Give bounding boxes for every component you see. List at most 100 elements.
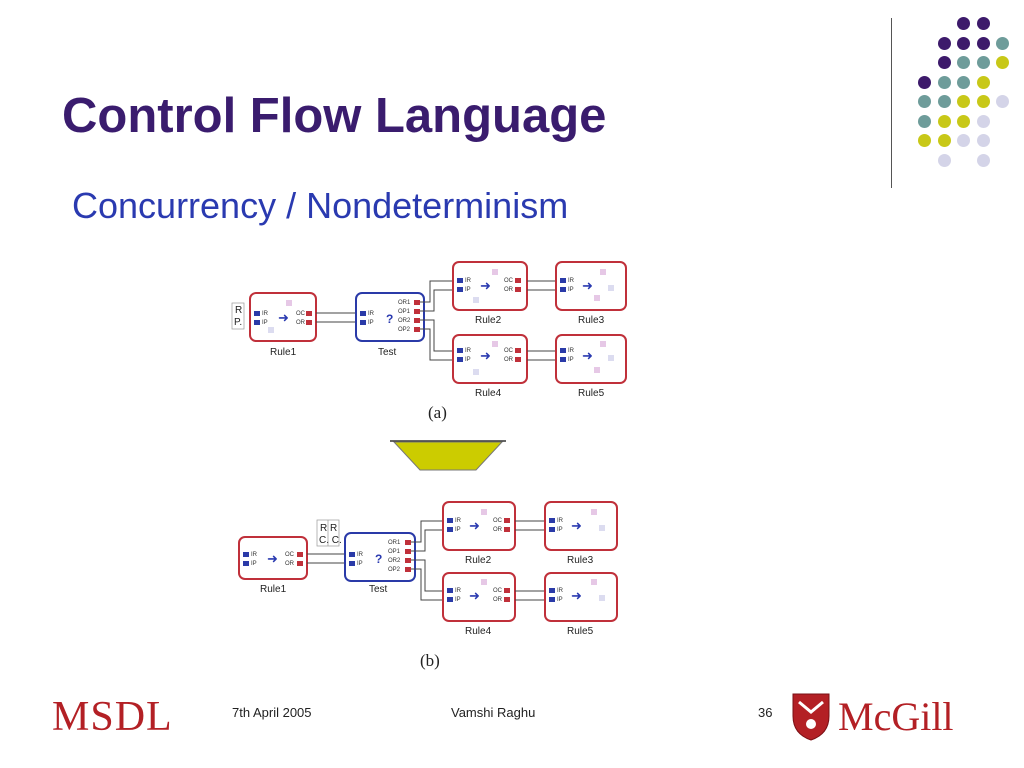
rule-label-test: Test xyxy=(378,347,397,358)
decorative-dot xyxy=(957,75,970,89)
svg-text:IP: IP xyxy=(557,597,563,603)
svg-text:IP: IP xyxy=(568,357,574,363)
decorative-dot xyxy=(918,75,931,89)
svg-text:➜: ➜ xyxy=(469,588,480,603)
svg-text:OR: OR xyxy=(504,357,514,363)
decorative-dot xyxy=(918,134,931,147)
rule-label-test: Test xyxy=(369,584,388,595)
rule-label-rule5: Rule5 xyxy=(567,626,594,637)
svg-text:IR: IR xyxy=(557,518,564,524)
svg-text:OC: OC xyxy=(493,518,503,524)
svg-text:IR: IR xyxy=(557,588,564,594)
svg-text:IP: IP xyxy=(357,561,363,567)
caption-a: (a) xyxy=(428,403,447,422)
side-label-line1: R xyxy=(235,305,242,316)
decorative-dot xyxy=(918,95,931,108)
svg-text:IR: IR xyxy=(568,348,575,354)
svg-text:IP: IP xyxy=(568,287,574,293)
rule-box-rule4: IR IP ➜ OC OR xyxy=(442,572,516,622)
rule-box-rule3: IR IP ➜ xyxy=(544,501,618,551)
decorative-dot xyxy=(976,114,990,128)
decorative-dot xyxy=(937,114,951,128)
svg-text:IR: IR xyxy=(465,348,472,354)
slide-subtitle: Concurrency / Nondeterminism xyxy=(72,185,569,226)
diagram-a: R P. IR IP ➜ OC OR Rule1 IR IP ? OR1 OP1… xyxy=(228,255,648,425)
mcgill-logo: McGill xyxy=(838,694,954,739)
footer-date: 7th April 2005 xyxy=(232,705,312,720)
svg-text:IP: IP xyxy=(262,320,268,326)
svg-text:OR: OR xyxy=(504,287,514,293)
rule-label-rule4: Rule4 xyxy=(465,626,492,637)
header-divider-line xyxy=(891,18,892,188)
side-label-line1: R R xyxy=(320,523,337,534)
decorative-dot xyxy=(976,153,990,167)
decorative-dot xyxy=(957,134,970,147)
svg-text:IR: IR xyxy=(455,518,462,524)
svg-text:OR2: OR2 xyxy=(388,558,401,564)
svg-text:OR: OR xyxy=(285,561,295,567)
decorative-dot xyxy=(996,36,1009,50)
rule-label-rule3: Rule3 xyxy=(578,315,605,326)
svg-text:OP1: OP1 xyxy=(388,549,401,555)
rule-box-rule5: IR IP ➜ xyxy=(555,334,627,384)
svg-text:?: ? xyxy=(386,312,393,326)
svg-text:?: ? xyxy=(375,552,382,566)
decorative-dot xyxy=(996,95,1009,108)
rule-label-rule1: Rule1 xyxy=(270,347,297,358)
svg-text:IR: IR xyxy=(465,278,472,284)
decorative-dot xyxy=(937,153,951,167)
svg-text:OR2: OR2 xyxy=(398,318,411,324)
decorative-dot xyxy=(957,95,970,108)
decorative-dot xyxy=(937,75,951,89)
decorative-dot xyxy=(996,56,1009,69)
svg-text:OC: OC xyxy=(285,552,295,558)
transform-arrow-icon xyxy=(390,440,506,471)
svg-text:OP2: OP2 xyxy=(388,567,401,573)
svg-text:IP: IP xyxy=(251,561,257,567)
decorative-dot xyxy=(937,134,951,147)
diagram-b: R R C. C. IR IP ➜ OC OR Rule1 IR IP ? OR… xyxy=(225,495,650,675)
rule-label-rule4: Rule4 xyxy=(475,388,502,399)
rule-label-rule1: Rule1 xyxy=(260,584,287,595)
svg-text:OC: OC xyxy=(504,278,514,284)
svg-text:➜: ➜ xyxy=(469,518,480,533)
svg-text:IP: IP xyxy=(465,287,471,293)
test-box: IR IP ? OR1 OP1 OR2 OP2 xyxy=(344,532,416,582)
side-label-line2: C. C. xyxy=(319,535,342,546)
side-label-box xyxy=(231,302,245,330)
rule-label-rule2: Rule2 xyxy=(475,315,502,326)
rule-box-rule5: IR IP ➜ xyxy=(544,572,618,622)
rule-label-rule5: Rule5 xyxy=(578,388,605,399)
svg-text:➜: ➜ xyxy=(267,551,278,566)
footer-page-number: 36 xyxy=(758,705,773,720)
svg-text:IR: IR xyxy=(568,278,575,284)
decorative-dot xyxy=(957,114,970,128)
decorative-dot xyxy=(937,36,951,50)
svg-text:OR1: OR1 xyxy=(388,540,401,546)
decorative-dot xyxy=(957,36,970,50)
decorative-dot xyxy=(957,56,970,69)
svg-text:OC: OC xyxy=(504,348,514,354)
svg-text:IR: IR xyxy=(357,552,364,558)
svg-text:IP: IP xyxy=(465,357,471,363)
svg-text:IP: IP xyxy=(455,527,461,533)
decorative-dot xyxy=(976,36,990,50)
decorative-dot xyxy=(976,56,990,69)
caption-b: (b) xyxy=(420,651,440,670)
decorative-dot xyxy=(918,114,931,128)
svg-text:OC: OC xyxy=(296,311,306,317)
svg-text:IP: IP xyxy=(455,597,461,603)
slide-title: Control Flow Language xyxy=(62,89,607,143)
mcgill-crest-icon xyxy=(792,693,830,741)
rule-box-rule1: IR IP ➜ OC OR xyxy=(238,536,308,580)
decorative-dot xyxy=(976,75,990,89)
svg-text:IP: IP xyxy=(557,527,563,533)
svg-text:➜: ➜ xyxy=(582,278,593,293)
rule-box-rule2: IR IP ➜ OC OR xyxy=(452,261,528,311)
svg-text:➜: ➜ xyxy=(571,518,582,533)
svg-text:IR: IR xyxy=(455,588,462,594)
rule-label-rule3: Rule3 xyxy=(567,555,594,566)
decorative-dot xyxy=(957,17,970,30)
footer-author: Vamshi Raghu xyxy=(451,705,536,720)
svg-text:OP2: OP2 xyxy=(398,327,411,333)
